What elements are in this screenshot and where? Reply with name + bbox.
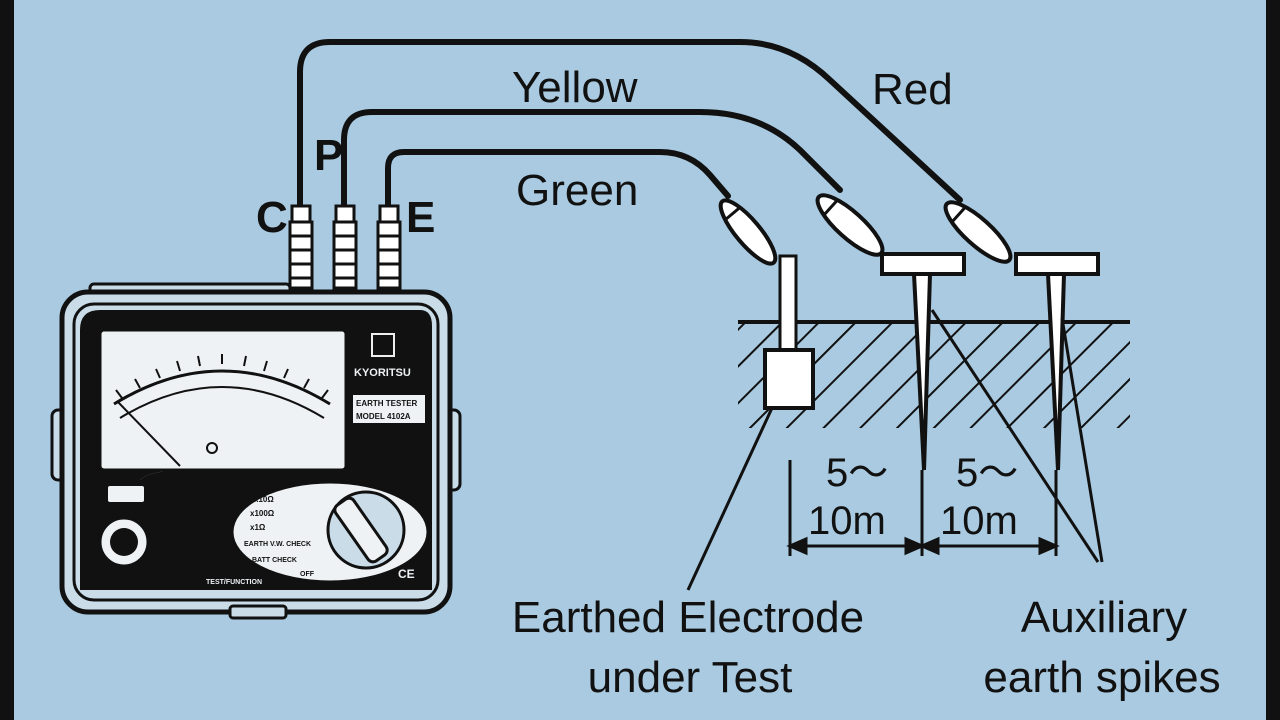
- range-label-2: x100Ω: [250, 509, 275, 518]
- range-label-3: x1Ω: [250, 523, 266, 532]
- leader-lines: [686, 309, 1104, 591]
- meter-foot: [228, 604, 288, 620]
- terminal-e: [376, 204, 402, 290]
- red-wire-label: Red: [872, 65, 953, 114]
- distance-1-top: 5～: [826, 451, 888, 495]
- meter-scale-ticks: [115, 354, 329, 399]
- spike-p-leader: [930, 309, 1100, 563]
- test-leads: [297, 39, 963, 209]
- electrode-plate: [763, 348, 815, 410]
- meter-scale-arc-inner: [119, 386, 325, 419]
- earthed-electrode: [718, 198, 815, 410]
- function-dial-knob: [333, 496, 389, 564]
- left-border: [0, 0, 14, 720]
- meter-needle: [117, 401, 181, 467]
- brand-logo-icon: [371, 333, 395, 357]
- electrode-caption-line2: under Test: [588, 653, 793, 702]
- green-lead-wire: [385, 149, 731, 209]
- distance-2-bottom: 10m: [940, 499, 1018, 543]
- meter-scale-arc: [113, 369, 331, 406]
- model-plate: [351, 393, 427, 425]
- spike-c-leader: [1060, 317, 1104, 563]
- electrode-leader: [686, 407, 774, 591]
- range-label-1: x10Ω: [254, 495, 274, 504]
- ce-mark: CE: [398, 567, 415, 581]
- model-line-1: EARTH TESTER: [356, 399, 418, 408]
- yellow-lead-wire: [341, 109, 843, 209]
- test-function-label: TEST/FUNCTION: [206, 579, 262, 586]
- distance-1-bottom: 10m: [808, 499, 886, 543]
- electrode-caption-line1: Earthed Electrode: [512, 593, 864, 642]
- auxiliary-spike-c: [943, 200, 1100, 471]
- terminal-c: [288, 204, 314, 290]
- meter-pivot-mark: [206, 442, 218, 454]
- spikes-caption-line1: Auxiliary: [1021, 593, 1187, 642]
- terminal-connectors: [288, 204, 402, 290]
- distance-2-top: 5～: [956, 451, 1018, 495]
- test-button-center: [110, 528, 138, 556]
- red-lead-wire: [297, 39, 963, 209]
- meter-case-inner: [72, 302, 440, 602]
- terminal-p-label: P: [314, 131, 343, 180]
- terminal-c-label: C: [256, 193, 288, 242]
- function-label-2: BATT CHECK: [252, 557, 297, 564]
- earth-tester: KYORITSU EARTH TESTER MODEL 4102A x10Ω x…: [50, 282, 462, 620]
- meter-face: [98, 328, 348, 472]
- auxiliary-spike-p: [815, 193, 966, 471]
- right-border: [1266, 0, 1280, 720]
- green-wire-label: Green: [516, 166, 638, 215]
- function-label-3: OFF: [300, 571, 315, 578]
- yellow-clip: [815, 193, 885, 257]
- test-button-label-plate: [108, 486, 144, 502]
- spikes-caption-line2: earth spikes: [983, 653, 1220, 702]
- green-clip: [718, 198, 778, 266]
- yellow-wire-label: Yellow: [512, 63, 638, 112]
- red-clip: [943, 200, 1013, 264]
- brand-name: KYORITSU: [354, 367, 411, 379]
- dimension-lines: [786, 460, 1060, 556]
- electrode-rod: [778, 254, 798, 358]
- function-label-1: EARTH V.W. CHECK: [244, 541, 311, 548]
- model-line-2: MODEL 4102A: [356, 412, 411, 421]
- terminal-p: [332, 204, 358, 290]
- terminal-e-label: E: [406, 193, 435, 242]
